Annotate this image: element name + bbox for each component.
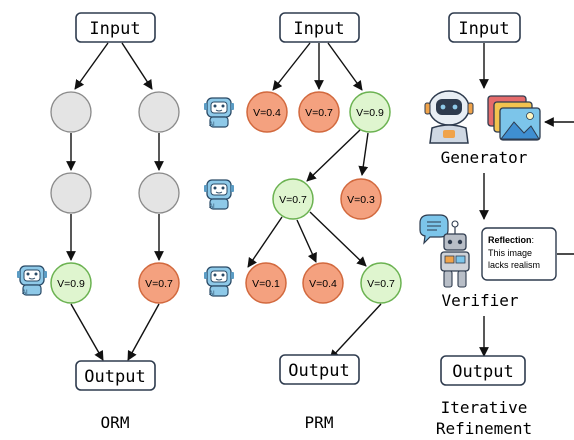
iterative-output-label: Output (452, 362, 513, 382)
prm-edge (329, 303, 382, 360)
prm-node-value: V=0.4 (253, 107, 281, 119)
verifier-label: Verifier (441, 291, 518, 310)
prm-edge (296, 219, 317, 263)
iterative-output-box (440, 355, 526, 386)
robot-icon: AI (16, 265, 48, 296)
orm-node (50, 91, 92, 133)
prm-node-value: V=0.7 (367, 278, 395, 290)
robot-icon: AI (203, 266, 235, 297)
prm-node-orange (298, 91, 340, 133)
orm-input-label: Input (89, 19, 140, 39)
generator-robot-icon (424, 90, 474, 144)
verifier-robot-icon (440, 220, 470, 288)
prm-node-value: V=0.1 (252, 278, 280, 290)
reflection-note (481, 227, 557, 281)
prm-output-box (279, 354, 360, 385)
orm-leaf-value: V=0.9 (57, 278, 85, 290)
orm-edge (74, 42, 109, 90)
speech-bubble-icon (419, 214, 449, 245)
iterative-input-label: Input (458, 19, 509, 39)
orm-output-label: Output (84, 367, 145, 387)
iterative-panel: Input Generator (419, 12, 574, 438)
orm-node (50, 172, 92, 214)
prm-output-label: Output (288, 361, 349, 381)
prm-caption: PRM (305, 413, 334, 432)
robot-icon: AI (203, 97, 235, 128)
orm-caption: ORM (101, 413, 130, 432)
prm-node-value: V=0.4 (309, 278, 337, 290)
iterative-input-box (448, 12, 521, 43)
prm-input-label: Input (293, 19, 344, 39)
prm-edge (327, 42, 363, 91)
prm-node-value: V=0.7 (305, 107, 333, 119)
image-stack-icon (487, 95, 541, 141)
robot-icon: AI (203, 179, 235, 210)
orm-leaf-node-orange (138, 262, 180, 304)
iterative-caption-line2: Refinement (436, 419, 532, 438)
orm-edge (70, 303, 104, 361)
prm-edge (247, 216, 283, 268)
prm-node-green (360, 262, 402, 304)
prm-node-green (272, 178, 314, 220)
prm-node-value: V=0.3 (347, 194, 375, 206)
orm-node (138, 172, 180, 214)
reflection-title: Reflection (488, 235, 532, 245)
orm-panel: Input V=0.9 V=0.7 AI Output ORM (16, 12, 180, 432)
orm-edge (121, 42, 153, 90)
orm-edge (127, 303, 160, 361)
prm-node-orange (246, 91, 288, 133)
prm-node-green (349, 91, 391, 133)
reflection-text: Reflection: (488, 235, 534, 245)
orm-input-box (75, 12, 156, 43)
orm-leaf-value: V=0.7 (145, 278, 173, 290)
prm-node-orange (302, 262, 344, 304)
robot-badge: AI (209, 291, 215, 297)
robot-badge: AI (209, 204, 215, 210)
robot-badge: AI (209, 122, 215, 128)
generator-label: Generator (441, 148, 528, 167)
prm-panel: Input AI V=0.4 V=0.7 V=0.9 AI V=0.7 V=0.… (203, 12, 402, 432)
reflection-line: lacks realism (488, 260, 540, 270)
prm-node-value: V=0.7 (279, 194, 307, 206)
prm-edge (306, 129, 361, 182)
orm-leaf-node-green (50, 262, 92, 304)
iterative-caption-line1: Iterative (441, 398, 528, 417)
prm-edge (358, 132, 369, 176)
orm-output-box (75, 360, 156, 391)
orm-node (138, 91, 180, 133)
prm-edge (309, 211, 367, 267)
prm-node-orange (245, 262, 287, 304)
prm-node-value: V=0.9 (356, 107, 384, 119)
reflection-line: This image (488, 248, 532, 258)
robot-badge: AI (22, 290, 28, 296)
prm-node-orange (340, 178, 382, 220)
prm-edge (272, 42, 311, 91)
prm-input-box (279, 12, 360, 43)
reflection-colon: : (532, 235, 535, 245)
